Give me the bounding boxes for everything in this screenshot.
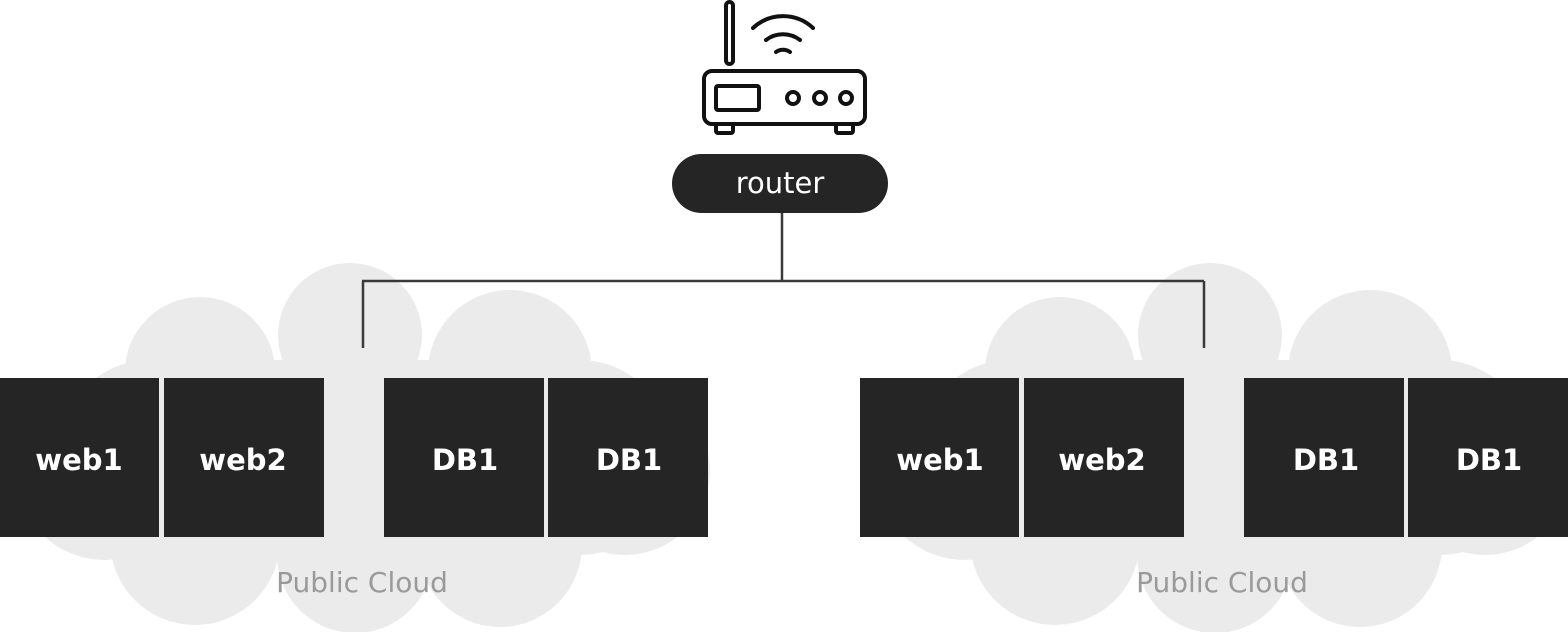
left-cloud-nodes: web1 web2 DB1 DB1: [0, 378, 708, 537]
node-label: web2: [1058, 443, 1145, 477]
node-label: DB1: [432, 443, 498, 477]
node-label: DB1: [596, 443, 662, 477]
server-node[interactable]: web2: [164, 378, 324, 537]
server-node[interactable]: web2: [1024, 378, 1184, 537]
node-label: web1: [896, 443, 983, 477]
right-cloud-nodes: web1 web2 DB1 DB1: [860, 378, 1568, 537]
node-label: DB1: [1293, 443, 1359, 477]
database-node[interactable]: DB1: [1244, 378, 1404, 537]
server-node[interactable]: web1: [0, 378, 159, 537]
router-node[interactable]: router: [672, 154, 888, 213]
cloud-label: Public Cloud: [1136, 566, 1308, 599]
router-label: router: [736, 166, 825, 200]
database-node[interactable]: DB1: [384, 378, 544, 537]
database-node[interactable]: DB1: [548, 378, 708, 537]
router-pill: [672, 154, 888, 213]
node-label: web1: [35, 443, 122, 477]
node-label: web2: [199, 443, 286, 477]
server-node[interactable]: web1: [860, 378, 1019, 537]
database-node[interactable]: DB1: [1408, 378, 1568, 537]
connection-lines: [361, 212, 1206, 348]
cloud-label: Public Cloud: [276, 566, 448, 599]
node-label: DB1: [1456, 443, 1522, 477]
wifi-router-icon: [702, 0, 867, 135]
